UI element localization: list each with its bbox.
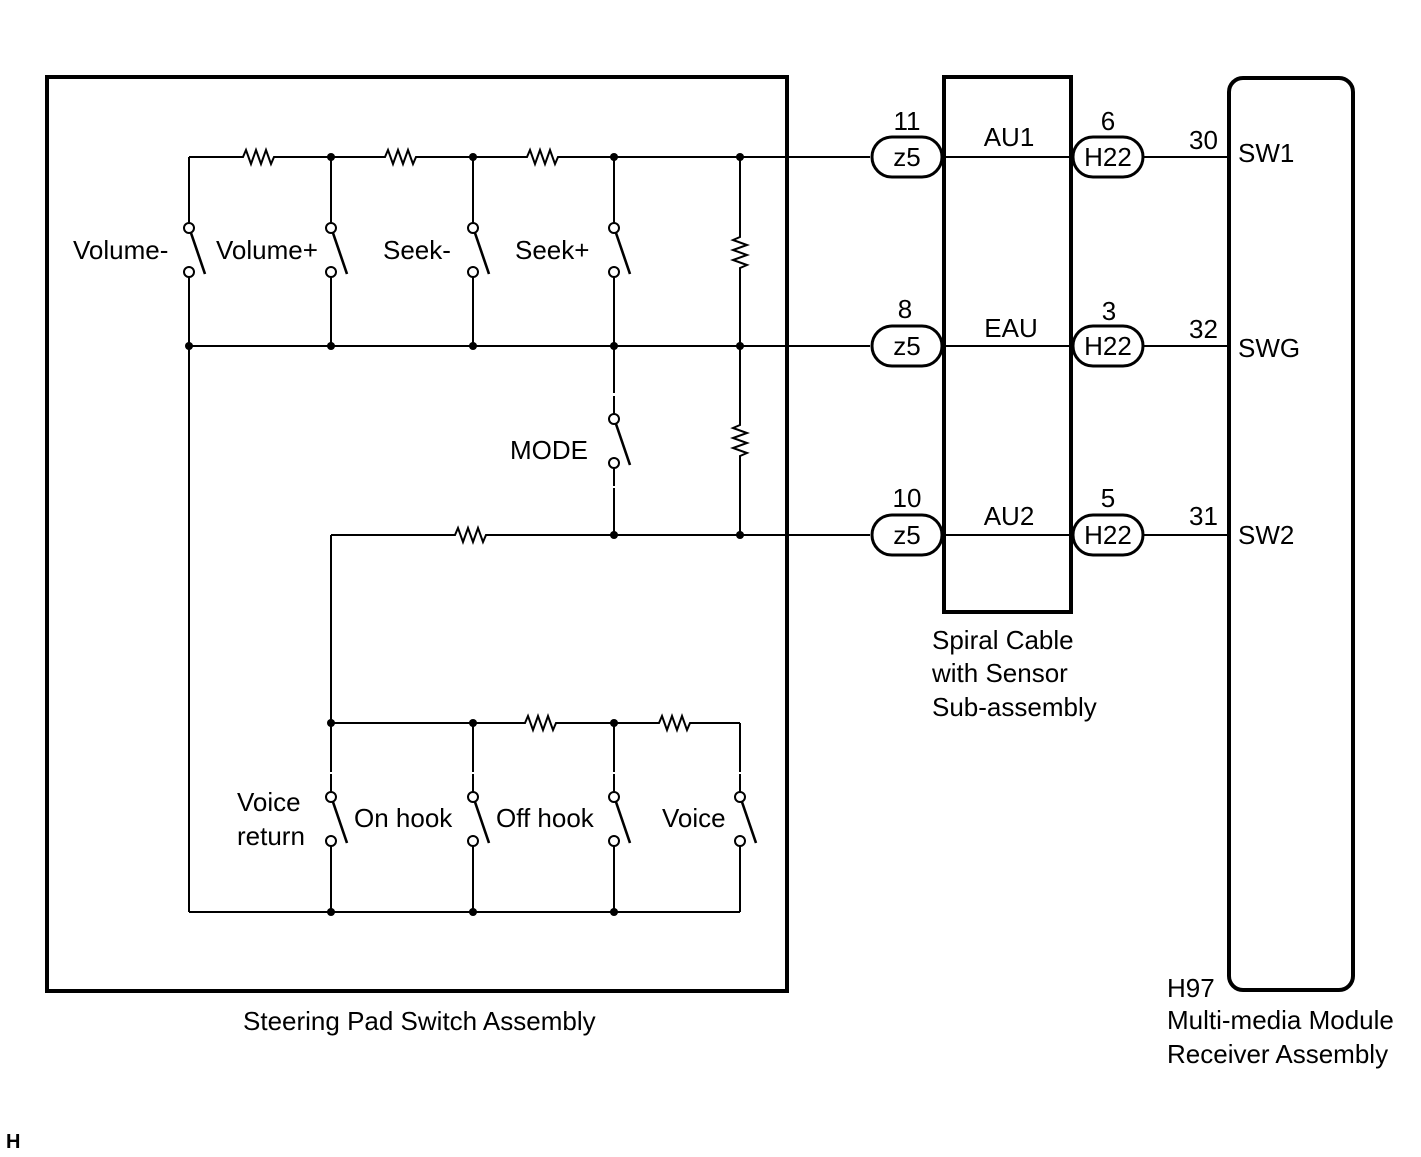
switch-voice (733, 772, 758, 866)
connector-h22-swg-pin: 3 (1102, 296, 1116, 326)
connector-z5-au1-code: z5 (893, 142, 920, 172)
connector-z5-au1: z5 11 (870, 106, 944, 179)
receiver-terminal-sw1: SW1 (1238, 138, 1294, 168)
switch-seek-minus (466, 203, 491, 297)
receiver-pin-30: 30 (1189, 125, 1218, 155)
label-voice-return-line1: Voice (237, 787, 301, 817)
connector-h22-sw1-pin: 6 (1101, 106, 1115, 136)
connector-h22-sw1-code: H22 (1084, 142, 1132, 172)
label-seek-minus: Seek- (383, 235, 451, 265)
label-voice-return-line2: return (237, 821, 305, 851)
footer-mark: H (6, 1131, 20, 1153)
connector-h22-swg: H22 3 (1071, 296, 1145, 368)
resistor-sw2-branch (448, 527, 494, 543)
resistor-volume-plus (236, 149, 282, 165)
spiral-signal-au2: AU2 (984, 501, 1035, 531)
receiver-box (1227, 76, 1355, 992)
label-volume-minus: Volume- (73, 235, 168, 265)
connector-z5-au1-pin: 11 (894, 106, 921, 136)
spiral-cable-title-line2: with Sensor (931, 658, 1068, 688)
connector-z5-au2: z5 10 (870, 483, 944, 557)
receiver-title-line2: Receiver Assembly (1167, 1039, 1388, 1069)
label-seek-plus: Seek+ (515, 235, 589, 265)
resistor-off-hook (518, 715, 564, 731)
spiral-signal-au1: AU1 (984, 122, 1035, 152)
spiral-cable-title-line3: Sub-assembly (932, 692, 1097, 722)
connector-h22-sw2-pin: 5 (1101, 483, 1115, 513)
receiver-pin-32: 32 (1189, 314, 1218, 344)
switch-voice-return (324, 772, 349, 866)
spiral-signal-eau: EAU (984, 313, 1037, 343)
connector-z5-au2-code: z5 (893, 520, 920, 550)
label-mode: MODE (510, 435, 588, 465)
receiver-code: H97 (1167, 973, 1215, 1003)
spiral-cable-title-line1: Spiral Cable (932, 625, 1074, 655)
switch-volume-minus (182, 203, 207, 297)
harness-wires (940, 156, 1229, 536)
resistor-voice (652, 715, 698, 731)
label-volume-plus: Volume+ (216, 235, 318, 265)
receiver-pin-31: 31 (1189, 501, 1218, 531)
receiver-terminal-swg: SWG (1238, 333, 1300, 363)
switch-mode (607, 394, 632, 488)
switch-off-hook (607, 772, 632, 866)
switch-seek-plus (607, 203, 632, 297)
label-voice: Voice (662, 803, 726, 833)
connector-z5-au2-pin: 10 (893, 483, 922, 513)
resistor-ladder-lower (732, 418, 748, 464)
label-off-hook: Off hook (496, 803, 595, 833)
connector-z5-eau-code: z5 (893, 331, 920, 361)
connector-z5-eau-pin: 8 (898, 294, 912, 324)
connector-h22-sw1: H22 6 (1071, 106, 1145, 179)
junction-dots (185, 153, 744, 916)
switch-assembly-wiring (188, 149, 870, 913)
connector-z5-eau: z5 8 (870, 294, 944, 368)
spiral-cable-box (942, 75, 1073, 614)
resistor-seek-minus (378, 149, 424, 165)
connector-h22-sw2-code: H22 (1084, 520, 1132, 550)
resistor-seek-plus (520, 149, 566, 165)
switch-on-hook (466, 772, 491, 866)
switch-volume-plus (324, 203, 349, 297)
connector-h22-swg-code: H22 (1084, 331, 1132, 361)
receiver-terminal-sw2: SW2 (1238, 520, 1294, 550)
connector-h22-sw2: H22 5 (1071, 483, 1145, 557)
switch-assembly-title: Steering Pad Switch Assembly (243, 1006, 596, 1036)
receiver-title-line1: Multi-media Module (1167, 1005, 1394, 1035)
resistor-ladder-upper (732, 230, 748, 276)
label-on-hook: On hook (354, 803, 453, 833)
